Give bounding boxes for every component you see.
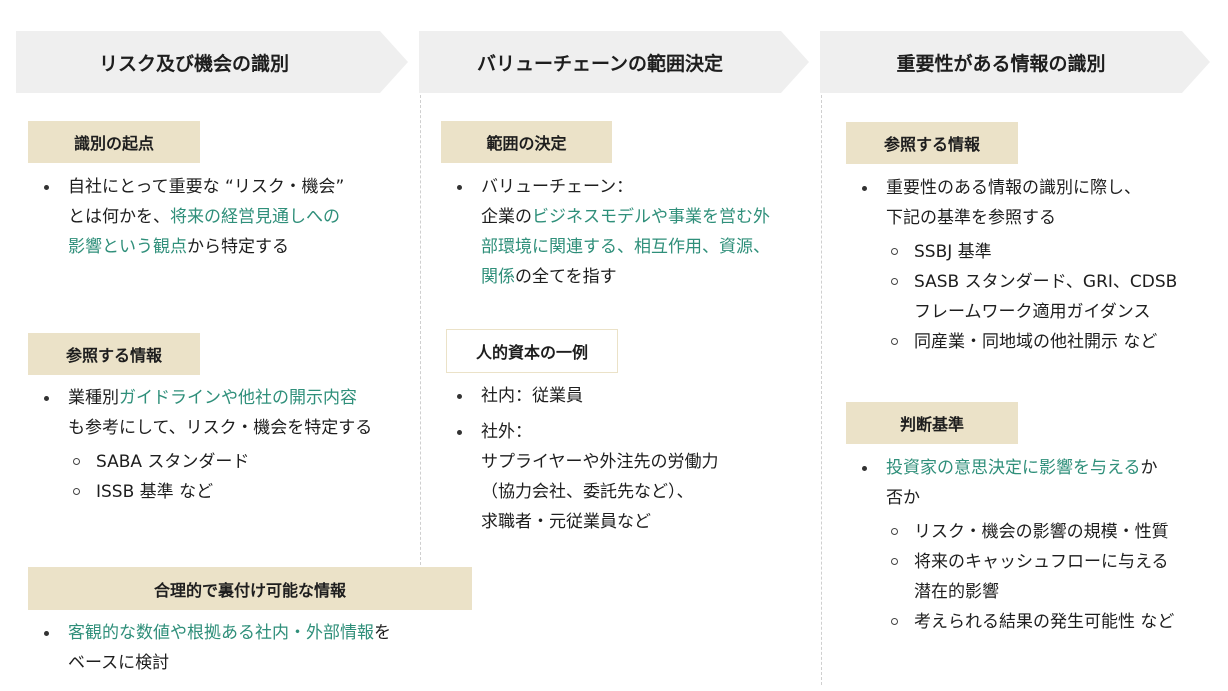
judgment-criteria-bullets: 投資家の意思決定に影響を与えるか 否か リスク・機会の影響の規模・性質 将来のキ… [858, 453, 1218, 637]
list-item: 客観的な数値や根拠ある社内・外部情報を ベースに検討 [40, 618, 470, 678]
origin-bullets: 自社にとって重要な “リスク・機会” とは何かを、将来の経営見通しへの 影響とい… [40, 172, 415, 262]
section-tag-reference-info: 参照する情報 [846, 122, 1018, 164]
list-item: 社内：従業員 [453, 381, 821, 411]
reference-info-bullets: 重要性のある情報の識別に際し、 下記の基準を参照する SSBJ 基準 SASB … [858, 173, 1218, 357]
sub-list-item: リスク・機会の影響の規模・性質 [858, 517, 1218, 547]
step-title: リスク及び機会の識別 [98, 52, 289, 75]
sub-list-item: SASB スタンダード、GRI、CDSB フレームワーク適用ガイダンス [858, 267, 1218, 327]
sub-list-item: SSBJ 基準 [858, 237, 1218, 267]
step-title: バリューチェーンの範囲決定 [476, 52, 724, 75]
section-tag-scope: 範囲の決定 [441, 121, 612, 163]
step-arrow-value-chain: バリューチェーンの範囲決定 [419, 31, 809, 93]
column-divider [821, 95, 822, 685]
sub-list-item: SABA スタンダード [40, 447, 420, 477]
sub-list-item: 将来のキャッシュフローに与える 潜在的影響 [858, 547, 1218, 607]
list-item: 業種別ガイドラインや他社の開示内容 も参考にして、リスク・機会を特定する [40, 383, 420, 443]
section-tag-judgment-criteria: 判断基準 [846, 402, 1018, 444]
section-tag-human-capital: 人的資本の一例 [446, 329, 618, 373]
list-item: 自社にとって重要な “リスク・機会” とは何かを、将来の経営見通しへの 影響とい… [40, 172, 415, 262]
list-item: 投資家の意思決定に影響を与えるか 否か [858, 453, 1218, 513]
sub-list-item: 考えられる結果の発生可能性 など [858, 607, 1218, 637]
sub-list-item: 同産業・同地域の他社開示 など [858, 327, 1218, 357]
scope-bullets: バリューチェーン： 企業のビジネスモデルや事業を営む外 部環境に関連する、相互作… [453, 172, 821, 292]
list-item: 社外： サプライヤーや外注先の労働力 （協力会社、委託先など）、 求職者・元従業… [453, 417, 821, 537]
human-capital-bullets: 社内：従業員 社外： サプライヤーや外注先の労働力 （協力会社、委託先など）、 … [453, 381, 821, 537]
list-item: バリューチェーン： 企業のビジネスモデルや事業を営む外 部環境に関連する、相互作… [453, 172, 821, 292]
section-tag-origin: 識別の起点 [28, 121, 200, 163]
list-item: 重要性のある情報の識別に際し、 下記の基準を参照する [858, 173, 1218, 233]
reference-bullets: 業種別ガイドラインや他社の開示内容 も参考にして、リスク・機会を特定する SAB… [40, 383, 420, 507]
step-title: 重要性がある情報の識別 [896, 52, 1106, 75]
step-arrow-risk-opportunity: リスク及び機会の識別 [16, 31, 408, 93]
reasonable-info-bullets: 客観的な数値や根拠ある社内・外部情報を ベースに検討 [40, 618, 470, 678]
column-divider [420, 95, 421, 565]
section-tag-reasonable-info: 合理的で裏付け可能な情報 [28, 567, 472, 610]
step-arrow-material-info: 重要性がある情報の識別 [820, 31, 1210, 93]
section-tag-reference: 参照する情報 [28, 333, 200, 375]
sub-list-item: ISSB 基準 など [40, 477, 420, 507]
